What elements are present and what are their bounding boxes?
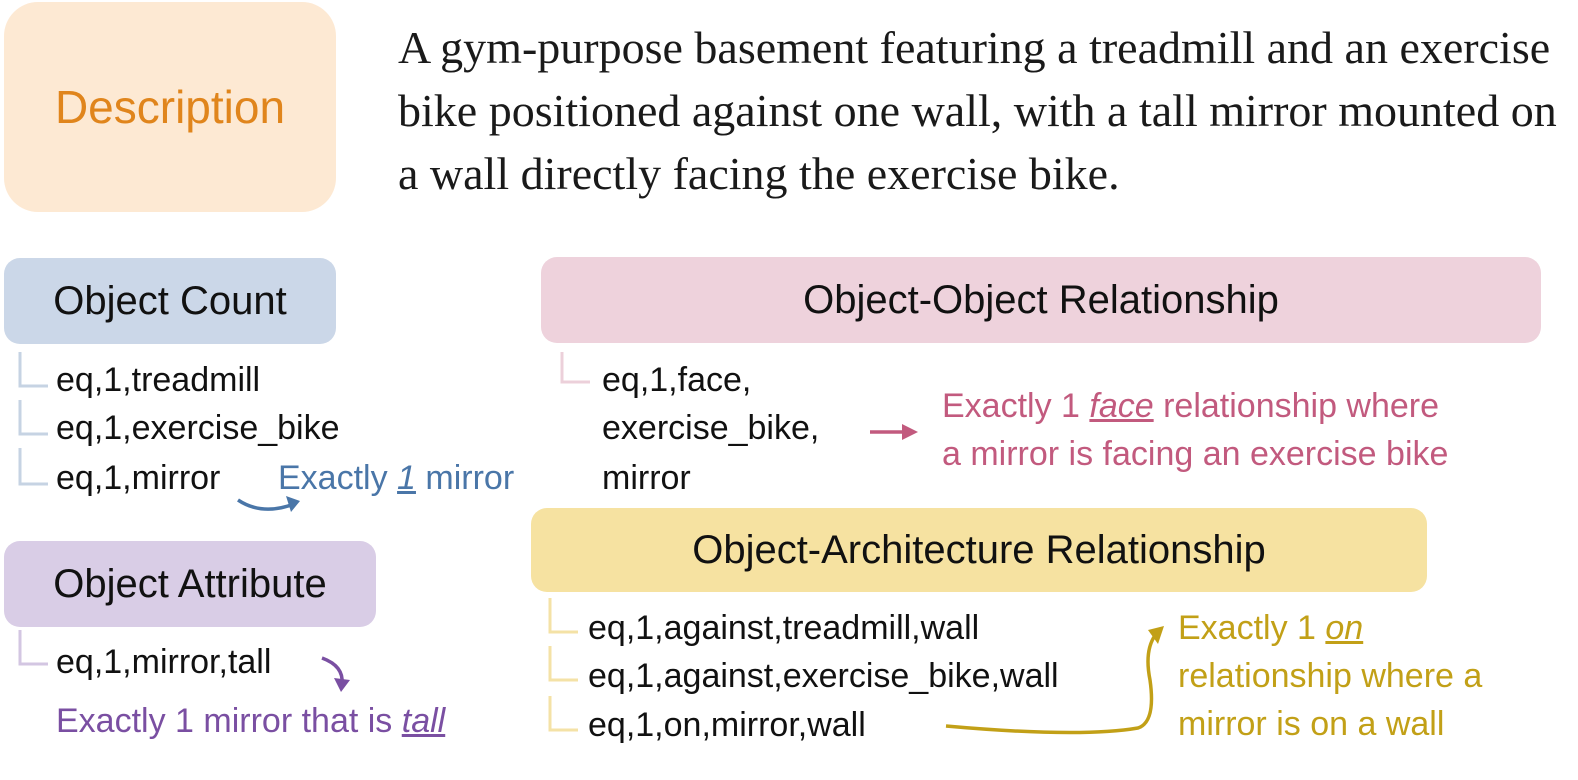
- object-object-note: Exactly 1 face relationship where a mirr…: [942, 387, 1449, 473]
- object-object-item-1: eq,1,face,: [602, 361, 752, 399]
- object-count-tree-lines: [18, 352, 48, 486]
- object-attribute-item-1: eq,1,mirror,tall: [56, 643, 272, 681]
- object-count-item-2: eq,1,exercise_bike: [56, 409, 340, 447]
- object-attribute-label: Object Attribute: [53, 561, 327, 606]
- object-attribute-label-box: Object Attribute: [4, 541, 376, 627]
- description-label: Description: [54, 81, 286, 133]
- object-architecture-tree-lines: [548, 598, 578, 732]
- object-object-item-2: exercise_bike,: [602, 409, 820, 447]
- object-architecture-item-1: eq,1,against,treadmill,wall: [588, 609, 980, 647]
- object-architecture-label-box: Object-Architecture Relationship: [531, 508, 1427, 592]
- object-count-note: Exactly 1 mirror: [278, 459, 515, 497]
- object-count-item-3: eq,1,mirror: [56, 459, 221, 497]
- object-object-label: Object-Object Relationship: [803, 277, 1279, 322]
- object-attribute-note: Exactly 1 mirror that is tall: [56, 702, 446, 740]
- object-object-item-3: mirror: [602, 459, 691, 497]
- object-object-label-box: Object-Object Relationship: [541, 257, 1541, 343]
- object-architecture-item-2: eq,1,against,exercise_bike,wall: [588, 657, 1059, 695]
- object-count-item-1: eq,1,treadmill: [56, 361, 261, 399]
- description-label-box: Description: [4, 2, 336, 212]
- object-object-tree-lines: [560, 352, 590, 384]
- object-count-label: Object Count: [53, 278, 287, 323]
- description-text: A gym-purpose basement featuring a tread…: [398, 22, 1557, 199]
- object-architecture-item-3: eq,1,on,mirror,wall: [588, 706, 866, 744]
- object-architecture-arrow: [945, 632, 1158, 735]
- object-attribute-tree-lines: [18, 630, 48, 666]
- count-arrow: [237, 498, 295, 511]
- object-architecture-note: Exactly 1 on relationship where a mirror…: [1178, 609, 1483, 743]
- object-architecture-label: Object-Architecture Relationship: [692, 527, 1266, 572]
- object-count-label-box: Object Count: [4, 258, 336, 344]
